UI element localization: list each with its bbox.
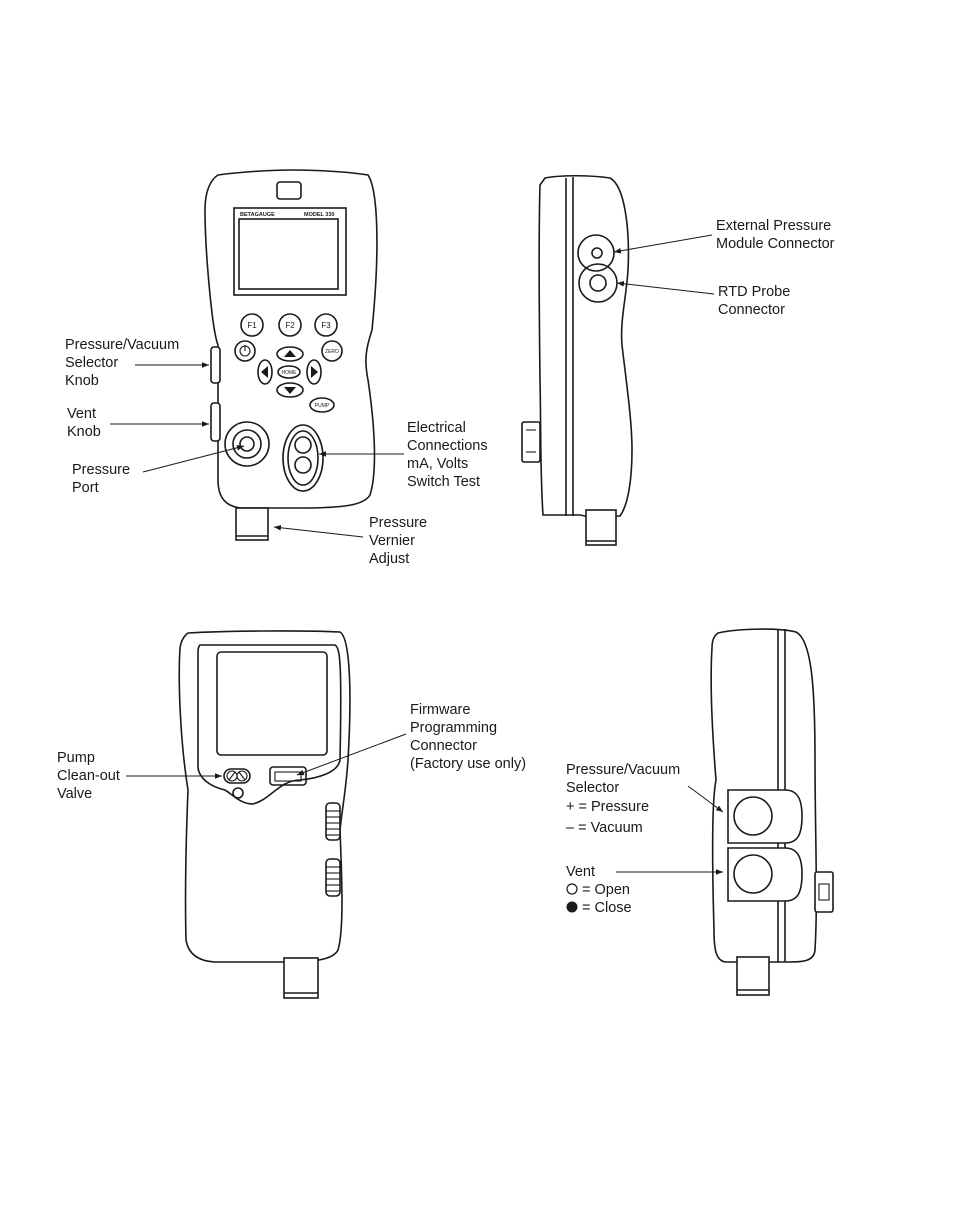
label-pump-valve: Pump Clean-out Valve (57, 750, 222, 802)
svg-text:Module Connector: Module Connector (716, 236, 835, 252)
brand-text: BETAGAUGE (240, 212, 275, 218)
svg-text:= Close: = Close (582, 900, 632, 916)
back-body-outline (178, 630, 351, 963)
svg-text:Pressure: Pressure (72, 462, 130, 478)
front-display-screen (238, 218, 339, 290)
left-side-view: Pressure/Vacuum Selector + = Pressure – … (566, 628, 834, 996)
electrical-jacks (282, 424, 324, 492)
svg-text:Pressure: Pressure (369, 515, 427, 531)
svg-text:Vent: Vent (67, 406, 96, 422)
svg-text:Port: Port (72, 480, 99, 496)
svg-text:(Factory use only): (Factory use only) (410, 756, 526, 772)
svg-text:mA, Volts: mA, Volts (407, 456, 468, 472)
svg-text:RTD Probe: RTD Probe (718, 284, 790, 300)
label-pressure-port: Pressure Port (72, 445, 245, 496)
model-text: MODEL 330 (304, 212, 334, 218)
power-button[interactable] (234, 340, 256, 362)
svg-text:Pressure/Vacuum: Pressure/Vacuum (566, 762, 680, 778)
svg-text:Connector: Connector (718, 302, 785, 318)
down-arrow-button[interactable] (276, 382, 304, 398)
pump-cleanout-valve[interactable] (223, 768, 251, 784)
label-left-vent: Vent = Open = Close (566, 864, 723, 916)
label-electrical: Electrical Connections mA, Volts Switch … (319, 420, 488, 490)
left-selector-knob[interactable] (727, 789, 803, 844)
svg-text:Clean-out: Clean-out (57, 768, 120, 784)
svg-text:Adjust: Adjust (369, 551, 409, 567)
left-vernier-stem (736, 956, 770, 996)
label-external-module: External Pressure Module Connector (613, 218, 835, 254)
svg-text:Knob: Knob (67, 424, 101, 440)
close-symbol-icon (566, 901, 578, 913)
svg-text:HOME: HOME (282, 370, 298, 376)
svg-text:ZERO: ZERO (325, 349, 339, 355)
front-body-outline (204, 169, 378, 509)
back-knurled-knob-1[interactable] (325, 802, 341, 841)
left-arrow-button[interactable] (257, 359, 273, 385)
svg-text:Pump: Pump (57, 750, 95, 766)
svg-text:+ = Pressure: + = Pressure (566, 799, 649, 815)
front-display-bezel (233, 207, 347, 296)
front-sensor-window (276, 181, 302, 200)
label-rtd: RTD Probe Connector (616, 281, 790, 318)
label-vent-knob: Vent Knob (67, 406, 209, 440)
svg-text:Selector: Selector (65, 355, 118, 371)
svg-text:Programming: Programming (410, 720, 497, 736)
back-view: Pump Clean-out Valve Firmware Programmin… (57, 630, 526, 999)
back-knurled-knob-2[interactable] (325, 858, 341, 897)
firmware-connector (269, 766, 307, 786)
pump-button[interactable]: PUMP (309, 397, 335, 413)
home-button[interactable]: HOME (277, 365, 301, 379)
front-view: BETAGAUGE MODEL 330 F1 F2 F3 ZERO (65, 169, 488, 567)
right-side-view: External Pressure Module Connector RTD P… (521, 174, 835, 546)
pressure-port (224, 421, 270, 467)
back-vernier-stem (283, 957, 319, 999)
side-body-outline (538, 174, 633, 518)
svg-text:Selector: Selector (566, 780, 619, 796)
back-display-window (216, 651, 328, 756)
svg-text:Connector: Connector (410, 738, 477, 754)
svg-text:F1: F1 (247, 321, 257, 330)
label-firmware: Firmware Programming Connector (Factory … (296, 702, 526, 776)
open-symbol-icon (566, 883, 578, 895)
svg-text:F3: F3 (321, 321, 331, 330)
svg-text:Connections: Connections (407, 438, 488, 454)
svg-text:Valve: Valve (57, 786, 92, 802)
svg-text:F2: F2 (285, 321, 295, 330)
vernier-stem[interactable] (235, 507, 269, 541)
svg-text:– = Vacuum: – = Vacuum (566, 820, 643, 836)
right-arrow-button[interactable] (306, 359, 322, 385)
back-screw-hole (232, 787, 244, 799)
label-vernier: Pressure Vernier Adjust (273, 515, 427, 567)
zero-button[interactable]: ZERO (321, 340, 343, 362)
svg-text:Pressure/Vacuum: Pressure/Vacuum (65, 337, 179, 353)
svg-text:PUMP: PUMP (315, 403, 330, 409)
label-left-selector: Pressure/Vacuum Selector + = Pressure – … (566, 762, 724, 836)
side-knob[interactable] (521, 421, 541, 463)
back-inner-panel (197, 644, 342, 805)
svg-text:= Open: = Open (582, 882, 630, 898)
side-vernier-stem (585, 509, 617, 546)
svg-text:External Pressure: External Pressure (716, 218, 831, 234)
f1-button[interactable]: F1 (240, 313, 264, 337)
front-selector-knob[interactable] (210, 346, 221, 384)
svg-text:Vent: Vent (566, 864, 595, 880)
svg-text:Switch Test: Switch Test (407, 474, 480, 490)
left-vent-knob[interactable] (727, 847, 803, 902)
label-selector-knob: Pressure/Vacuum Selector Knob (65, 337, 209, 389)
svg-text:Electrical: Electrical (407, 420, 466, 436)
svg-text:Vernier: Vernier (369, 533, 415, 549)
front-vent-knob[interactable] (210, 402, 221, 442)
svg-text:Knob: Knob (65, 373, 99, 389)
f3-button[interactable]: F3 (314, 313, 338, 337)
left-view-side-knob[interactable] (814, 871, 834, 913)
up-arrow-button[interactable] (276, 346, 304, 362)
svg-text:Firmware: Firmware (410, 702, 470, 718)
f2-button[interactable]: F2 (278, 313, 302, 337)
